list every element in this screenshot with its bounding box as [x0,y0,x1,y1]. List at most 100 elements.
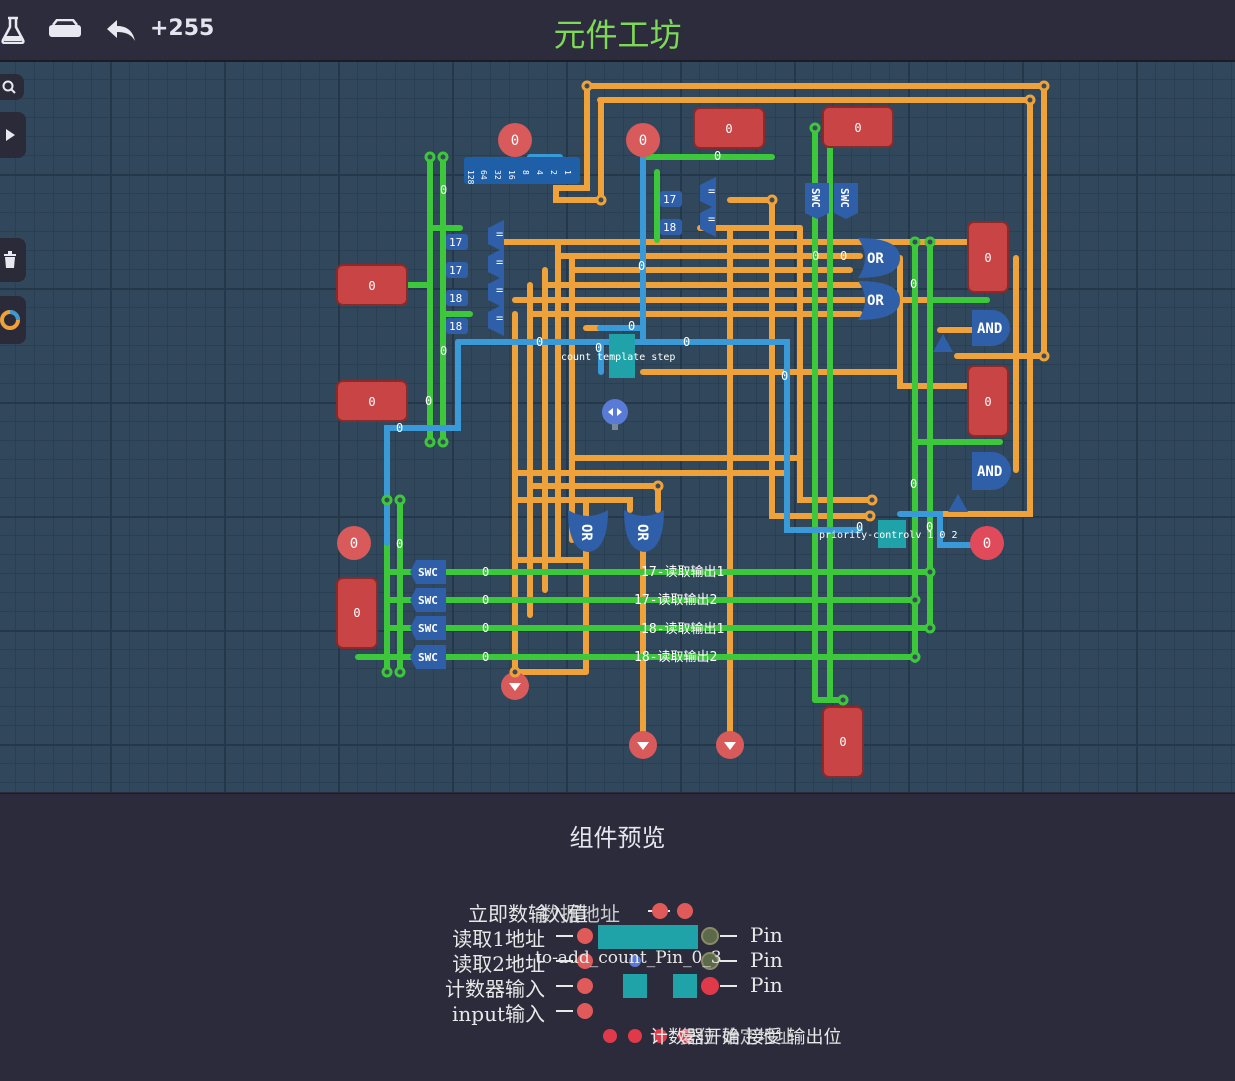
svg-text:8: 8 [521,170,530,175]
svg-text:0: 0 [482,621,489,635]
comparators[interactable] [488,177,716,336]
svg-text:=: = [496,255,503,269]
pin-label-right-1: Pin [750,923,783,947]
svg-text:0: 0 [595,341,602,355]
svg-text:SWC: SWC [838,188,851,208]
flask-icon[interactable] [0,14,26,46]
orange-joints [509,80,1050,678]
pin-label-right-3: Pin [750,973,783,997]
delete-tool-button[interactable] [0,238,26,282]
color-tool-button[interactable] [0,296,26,344]
svg-text:0: 0 [856,520,863,534]
round-pins[interactable] [337,123,1004,759]
svg-text:0: 0 [910,477,917,491]
svg-text:0: 0 [396,421,403,435]
wire-joints [381,122,936,706]
green-wires[interactable] [355,125,1003,703]
svg-text:0: 0 [984,251,991,265]
save-icon[interactable] [46,14,84,46]
svg-text:0: 0 [714,149,721,163]
svg-text:0: 0 [639,133,647,149]
svg-text:1: 1 [563,170,572,175]
svg-text:0: 0 [983,536,991,552]
count-template-label: count template step [561,352,675,363]
preview-top-label: 立即数输入值 [468,902,588,926]
svg-text:0: 0 [368,279,375,293]
svg-text:128: 128 [466,170,475,185]
svg-text:0: 0 [350,536,358,552]
svg-text:OR: OR [578,524,594,541]
circuit-canvas[interactable]: 0 0 0 0 0 0 0 0 0 0 0 0 [0,62,1235,792]
svg-text:0: 0 [812,249,819,263]
svg-text:2: 2 [549,170,558,175]
pin-label-right-2: Pin [750,948,783,972]
svg-text:SWC: SWC [809,188,822,208]
zoom-tool-button[interactable] [0,74,24,100]
svg-text:17: 17 [449,264,462,277]
svg-text:=: = [496,227,503,241]
svg-text:0: 0 [638,259,645,273]
svg-text:0: 0 [839,735,846,749]
zoom-icon [2,80,16,94]
svg-text:0: 0 [482,593,489,607]
preview-bottom-label: 计数器开始 接受 输出位 [650,1027,842,1048]
const-boxes[interactable] [446,191,682,334]
svg-text:OR: OR [867,293,884,309]
preview-title: 组件预览 [569,824,666,852]
svg-text:AND: AND [977,464,1002,480]
priority-label: priority-controlv 1 0 2 [819,530,957,541]
svg-text:0: 0 [725,122,732,136]
component-preview-panel: 组件预览 立即数输入值 数据地址 读取1地址 读取2地址 计数器输入 input… [0,793,1235,1081]
svg-text:17: 17 [663,193,676,206]
svg-text:0: 0 [482,650,489,664]
svg-text:18: 18 [663,221,676,234]
svg-text:=: = [496,311,503,325]
svg-text:0: 0 [854,121,861,135]
svg-text:18: 18 [449,320,462,333]
svg-text:32: 32 [493,170,502,180]
svg-text:0: 0 [910,277,917,291]
svg-text:SWC: SWC [418,651,438,664]
and-gates[interactable] [972,310,1011,490]
circuit-diagram[interactable]: 0 0 0 0 0 0 0 0 0 0 0 0 [0,62,1235,792]
svg-text:0: 0 [440,344,447,358]
output-arrow-icon [509,683,736,750]
svg-text:0: 0 [840,249,847,263]
svg-text:=: = [708,184,715,198]
svg-text:=: = [708,212,715,226]
svg-text:SWC: SWC [418,594,438,607]
score-counter: +255 [150,16,215,41]
move-handle[interactable] [602,399,628,430]
preview-top-label2: 数据地址 [540,902,620,926]
pin-label-read1: 读取1地址 [452,927,545,951]
svg-text:0: 0 [353,606,360,620]
top-toolbar: +255 元件工坊 [0,0,1235,62]
trash-icon [4,251,16,268]
read17-1-label: 17-读取输出1 [641,564,724,580]
color-wheel-icon [0,310,20,330]
svg-text:SWC: SWC [418,566,438,579]
svg-text:0: 0 [368,395,375,409]
swc-switches[interactable] [410,183,858,669]
orange-wires[interactable] [497,83,1047,748]
svg-text:4: 4 [535,170,544,175]
undo-icon[interactable] [104,14,138,46]
select-tool-button[interactable] [0,112,26,158]
svg-text:64: 64 [479,170,488,180]
blue-wires[interactable] [384,154,973,548]
not-gates[interactable] [933,334,968,512]
pin-label-counter: 计数器输入 [445,977,545,1001]
input-blocks[interactable] [336,106,1009,778]
read17-2-label: 17-读取输出2 [634,592,717,608]
svg-text:0: 0 [536,335,543,349]
pin-label-read2: 读取2地址 [452,952,545,976]
svg-text:=: = [496,283,503,297]
input-block-values: 0 0 0 0 0 0 0 0 [353,121,991,749]
page-title: 元件工坊 [553,16,682,54]
bit-splitter[interactable] [464,157,580,184]
or-gates[interactable] [568,238,900,552]
teal-components[interactable] [609,334,906,548]
preview-bottom-label2: 复位 确定地址 [680,1027,794,1048]
svg-text:18: 18 [449,292,462,305]
